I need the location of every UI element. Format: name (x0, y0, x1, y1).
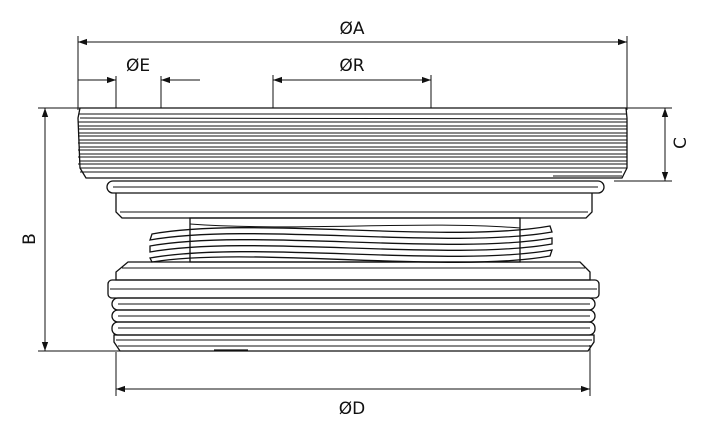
upper-flange (106, 180, 605, 194)
dimension-b: B (20, 107, 120, 352)
dimension-e-label: ØE (126, 56, 150, 76)
dimension-r: ØR (272, 56, 432, 108)
spring-coil (149, 217, 553, 263)
dimension-a-label: ØA (339, 19, 364, 39)
upper-threaded-ring (77, 107, 628, 179)
dimension-b-label: B (20, 233, 40, 245)
dimension-d: ØD (115, 345, 591, 419)
lower-body (107, 261, 600, 299)
upper-collar (115, 193, 593, 219)
base-ring (113, 334, 595, 352)
dimension-a: ØA (77, 19, 628, 110)
lower-grooves (111, 297, 596, 336)
dimension-e: ØE (78, 56, 200, 108)
dimension-r-label: ØR (339, 56, 364, 76)
dimension-c-label: C (671, 137, 691, 149)
dimension-d-label: ØD (339, 399, 365, 419)
